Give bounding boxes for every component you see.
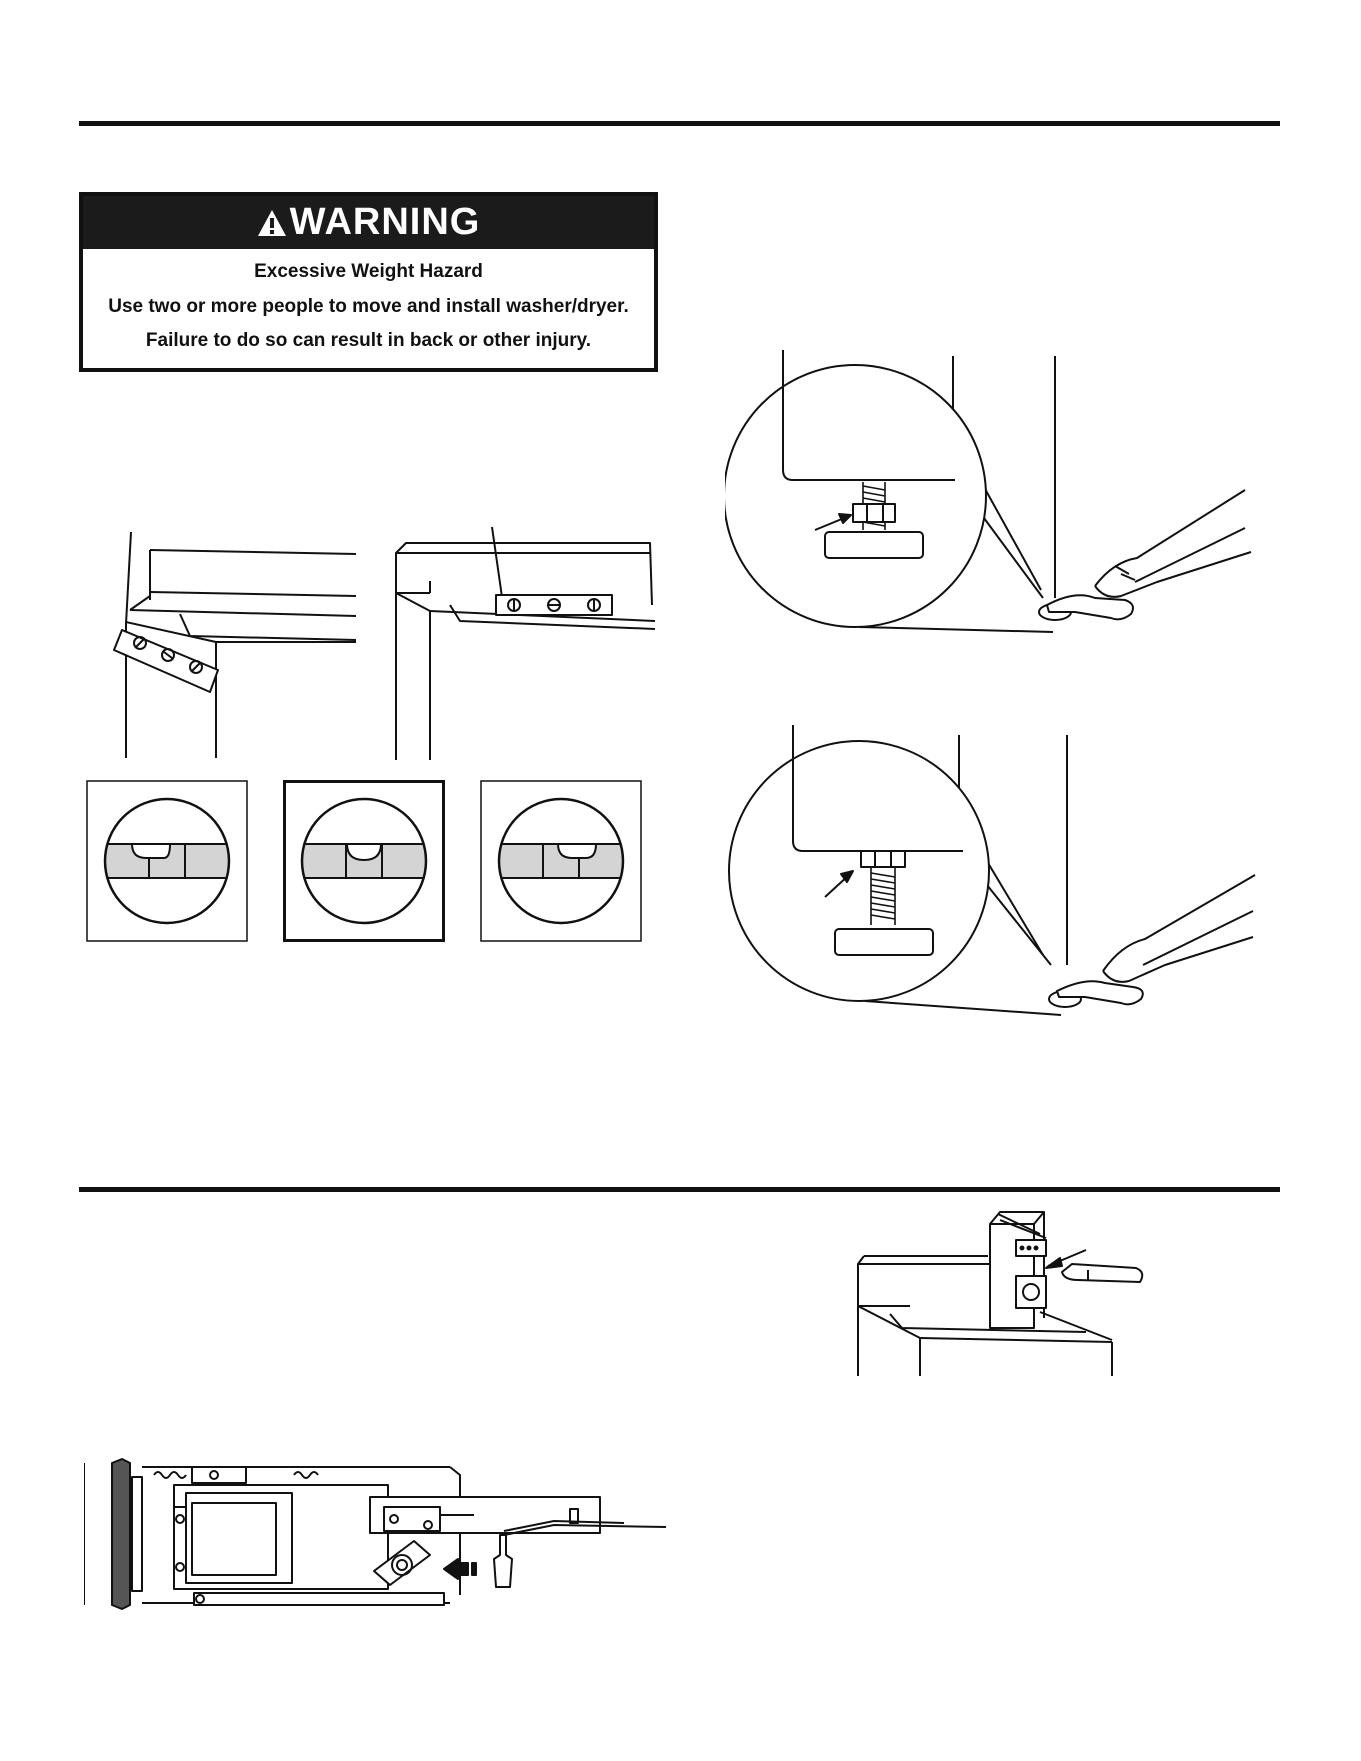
warning-instruction: Use two or more people to move and insta… [83,296,654,318]
warning-heading: Excessive Weight Hazard [83,261,654,283]
section-divider-middle [79,1187,1280,1192]
warning-triangle-icon [257,208,287,238]
leveling-foot-tighten-illustration [725,725,1265,1025]
warning-header: WARNING [83,196,654,249]
warning-box: WARNING Excessive Weight Hazard Use two … [79,192,658,372]
coin-slide-mechanism-illustration [84,1455,666,1615]
warning-consequence: Failure to do so can result in back or o… [83,330,654,352]
washer-front-level-illustration [110,530,370,760]
warning-title: WARNING [290,201,481,244]
section-divider-top [79,121,1280,126]
warning-body: Excessive Weight Hazard Use two or more … [83,261,654,352]
level-bubble-left-icon [86,780,248,942]
level-bubble-centered-icon [283,780,445,942]
coin-key-insertion-illustration [850,1210,1170,1380]
level-bubble-right-icon [480,780,642,942]
washer-side-level-illustration [390,525,660,760]
leveling-foot-loosen-illustration [725,350,1265,650]
